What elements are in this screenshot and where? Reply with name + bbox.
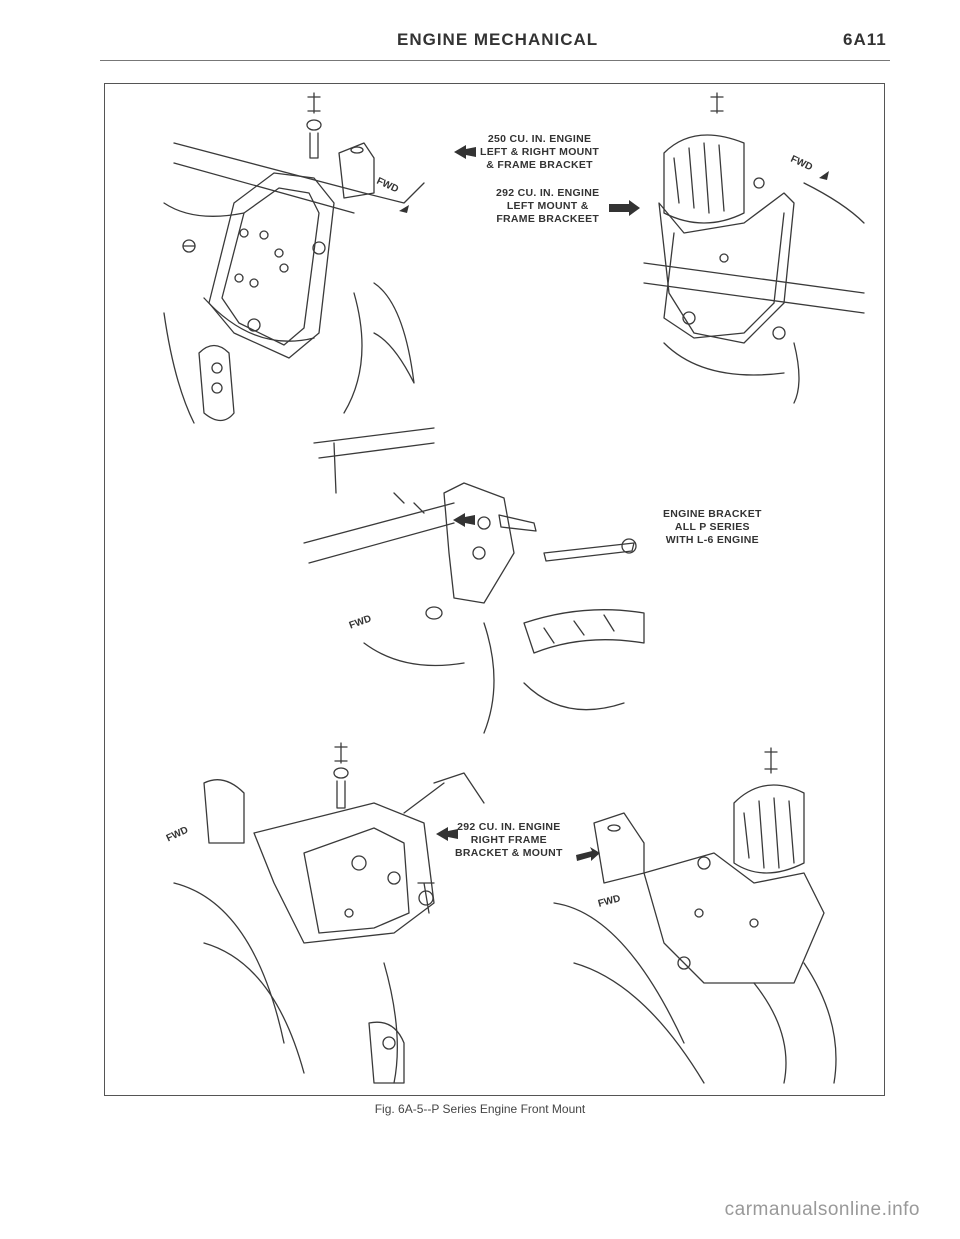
callout-292-left-mount: 292 CU. IN. ENGINE LEFT MOUNT & FRAME BR… — [496, 187, 599, 226]
callout-292r-line3: BRACKET & MOUNT — [455, 847, 563, 859]
bottom-left-mount-drawing — [173, 742, 485, 1084]
arrow-markers — [399, 145, 829, 861]
engine-mount-illustration — [163, 92, 865, 1084]
callout-250-cu-in: 250 CU. IN. ENGINE LEFT & RIGHT MOUNT & … — [480, 133, 599, 172]
section-title: ENGINE MECHANICAL — [397, 30, 599, 49]
figure-frame — [104, 83, 885, 1096]
top-left-mount-drawing — [163, 92, 425, 424]
callout-292r-line1: 292 CU. IN. ENGINE — [457, 821, 561, 833]
callout-bracket-line1: ENGINE BRACKET — [663, 508, 762, 520]
callout-292-right-frame: 292 CU. IN. ENGINE RIGHT FRAME BRACKET &… — [455, 821, 563, 860]
figure-caption: Fig. 6A-5--P Series Engine Front Mount — [374, 1102, 586, 1116]
callout-engine-bracket: ENGINE BRACKET ALL P SERIES WITH L-6 ENG… — [663, 508, 762, 547]
watermark: carmanualsonline.info — [724, 1199, 920, 1220]
callout-292l-line3: FRAME BRACKEET — [496, 213, 600, 225]
callout-250-line2: LEFT & RIGHT MOUNT — [480, 146, 600, 158]
page-number: 6A11 — [843, 30, 887, 49]
callout-bracket-line3: WITH L-6 ENGINE — [665, 534, 759, 546]
callout-250-line1: 250 CU. IN. ENGINE — [487, 133, 592, 145]
bottom-right-mount-drawing — [553, 747, 837, 1084]
callout-250-line3: & FRAME BRACKET — [486, 159, 593, 171]
callout-bracket-line2: ALL P SERIES — [674, 521, 750, 533]
callout-292r-line2: RIGHT FRAME — [470, 834, 547, 846]
top-right-mount-drawing — [643, 92, 865, 404]
callout-292l-line1: 292 CU. IN. ENGINE — [496, 187, 600, 199]
header-rule — [100, 60, 890, 61]
middle-bracket-drawing — [303, 427, 645, 734]
callout-292l-line2: LEFT MOUNT & — [506, 200, 589, 212]
